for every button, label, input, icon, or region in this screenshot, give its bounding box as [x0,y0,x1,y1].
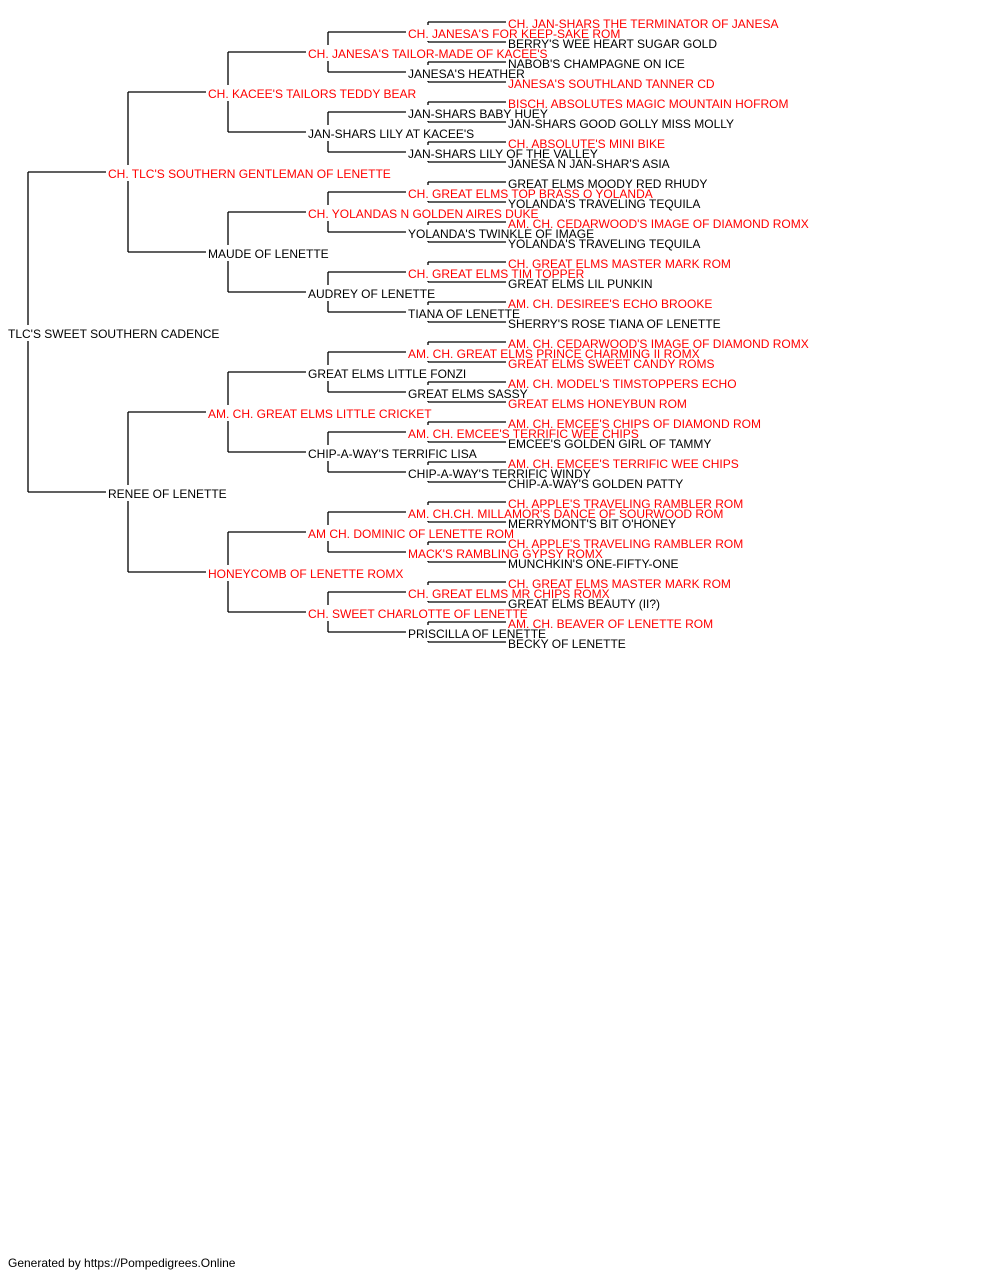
ancestor-name-gen5: BISCH. ABSOLUTES MAGIC MOUNTAIN HOFROM [508,97,788,111]
ancestor-name-gen4: GREAT ELMS SASSY [408,387,528,401]
ancestor-name-gen5: CH. APPLE'S TRAVELING RAMBLER ROM [508,537,743,551]
ancestor-name-gen3: CH. SWEET CHARLOTTE OF LENETTE [308,607,528,621]
ancestor-name-gen5: CH. APPLE'S TRAVELING RAMBLER ROM [508,497,743,511]
ancestor-name-gen5: EMCEE'S GOLDEN GIRL OF TAMMY [508,437,711,451]
ancestor-name-gen5: JANESA N JAN-SHAR'S ASIA [508,157,670,171]
ancestor-name-gen4: CH. JANESA'S FOR KEEP-SAKE ROM [408,27,620,41]
ancestor-name-gen4: AM. CH. EMCEE'S TERRIFIC WEE CHIPS [408,427,639,441]
ancestor-name-gen2: MAUDE OF LENETTE [208,247,329,261]
ancestor-name-gen4: AM. CH.CH. MILLAMOR'S DANCE OF SOURWOOD … [408,507,723,521]
ancestor-name-gen4: TIANA OF LENETTE [408,307,520,321]
ancestor-name-gen5: MERRYMONT'S BIT O'HONEY [508,517,676,531]
ancestor-name-gen5: AM. CH. EMCEE'S TERRIFIC WEE CHIPS [508,457,739,471]
ancestor-name-gen2: HONEYCOMB OF LENETTE ROMX [208,567,403,581]
ancestor-name-gen5: SHERRY'S ROSE TIANA OF LENETTE [508,317,721,331]
ancestor-name-gen5: AM. CH. DESIREE'S ECHO BROOKE [508,297,712,311]
ancestor-name-gen5: GREAT ELMS BEAUTY (II?) [508,597,660,611]
ancestor-name-gen4: CHIP-A-WAY'S TERRIFIC WINDY [408,467,591,481]
ancestor-name-gen5: GREAT ELMS HONEYBUN ROM [508,397,687,411]
ancestor-name-gen5: AM. CH. BEAVER OF LENETTE ROM [508,617,713,631]
ancestor-name-gen5: CH. GREAT ELMS MASTER MARK ROM [508,257,731,271]
ancestor-name-gen5: NABOB'S CHAMPAGNE ON ICE [508,57,685,71]
ancestor-name-gen2: CH. KACEE'S TAILORS TEDDY BEAR [208,87,416,101]
ancestor-name-gen5: AM. CH. CEDARWOOD'S IMAGE OF DIAMOND ROM… [508,217,809,231]
ancestor-name-gen1: RENEE OF LENETTE [108,487,227,501]
ancestor-name-gen5: YOLANDA'S TRAVELING TEQUILA [508,237,700,251]
ancestor-name-gen5: GREAT ELMS LIL PUNKIN [508,277,653,291]
ancestor-name-gen3: JAN-SHARS LILY AT KACEE'S [308,127,474,141]
ancestor-name-gen4: JAN-SHARS BABY HUEY [408,107,548,121]
ancestor-name-gen2: AM. CH. GREAT ELMS LITTLE CRICKET [208,407,432,421]
ancestor-name-gen5: CH. JAN-SHARS THE TERMINATOR OF JANESA [508,17,778,31]
ancestor-name-gen5: AM. CH. EMCEE'S CHIPS OF DIAMOND ROM [508,417,761,431]
ancestor-name-gen4: CH. GREAT ELMS TOP BRASS O YOLANDA [408,187,653,201]
ancestor-name-gen4: MACK'S RAMBLING GYPSY ROMX [408,547,603,561]
ancestor-name-gen5: BECKY OF LENETTE [508,637,626,651]
ancestor-name-gen5: GREAT ELMS MOODY RED RHUDY [508,177,707,191]
ancestor-name-gen4: PRISCILLA OF LENETTE [408,627,546,641]
ancestor-name-gen4: JANESA'S HEATHER [408,67,525,81]
ancestor-name-gen5: BERRY'S WEE HEART SUGAR GOLD [508,37,717,51]
ancestor-name-gen4: AM. CH. GREAT ELMS PRINCE CHARMING II RO… [408,347,700,361]
ancestor-name-gen5: CH. ABSOLUTE'S MINI BIKE [508,137,665,151]
ancestor-name-gen3: AM CH. DOMINIC OF LENETTE ROM [308,527,514,541]
ancestor-name-gen5: AM. CH. MODEL'S TIMSTOPPERS ECHO [508,377,737,391]
ancestor-name-gen4: JAN-SHARS LILY OF THE VALLEY [408,147,598,161]
ancestor-name-gen3: CH. YOLANDAS N GOLDEN AIRES DUKE [308,207,539,221]
ancestor-name-gen5: JAN-SHARS GOOD GOLLY MISS MOLLY [508,117,734,131]
footer-credit: Generated by https://Pompedigrees.Online [8,1256,236,1270]
ancestor-name-gen5: JANESA'S SOUTHLAND TANNER CD [508,77,715,91]
ancestor-name-gen1: CH. TLC'S SOUTHERN GENTLEMAN OF LENETTE [108,167,391,181]
ancestor-name-gen5: YOLANDA'S TRAVELING TEQUILA [508,197,700,211]
ancestor-name-gen4: YOLANDA'S TWINKLE OF IMAGE [408,227,594,241]
ancestor-name-gen5: AM. CH. CEDARWOOD'S IMAGE OF DIAMOND ROM… [508,337,809,351]
ancestor-name-gen5: CH. GREAT ELMS MASTER MARK ROM [508,577,731,591]
ancestor-name-gen5: MUNCHKIN'S ONE-FIFTY-ONE [508,557,679,571]
ancestor-name-gen3: CH. JANESA'S TAILOR-MADE OF KACEE'S [308,47,548,61]
ancestor-name-gen3: GREAT ELMS LITTLE FONZI [308,367,466,381]
ancestor-name-gen4: CH. GREAT ELMS MR CHIPS ROMX [408,587,610,601]
ancestor-name-gen3: CHIP-A-WAY'S TERRIFIC LISA [308,447,477,461]
subject-name: TLC'S SWEET SOUTHERN CADENCE [8,327,219,341]
ancestor-name-gen4: CH. GREAT ELMS TIM TOPPER [408,267,585,281]
ancestor-name-gen3: AUDREY OF LENETTE [308,287,435,301]
ancestor-name-gen5: CHIP-A-WAY'S GOLDEN PATTY [508,477,683,491]
ancestor-name-gen5: GREAT ELMS SWEET CANDY ROMS [508,357,714,371]
